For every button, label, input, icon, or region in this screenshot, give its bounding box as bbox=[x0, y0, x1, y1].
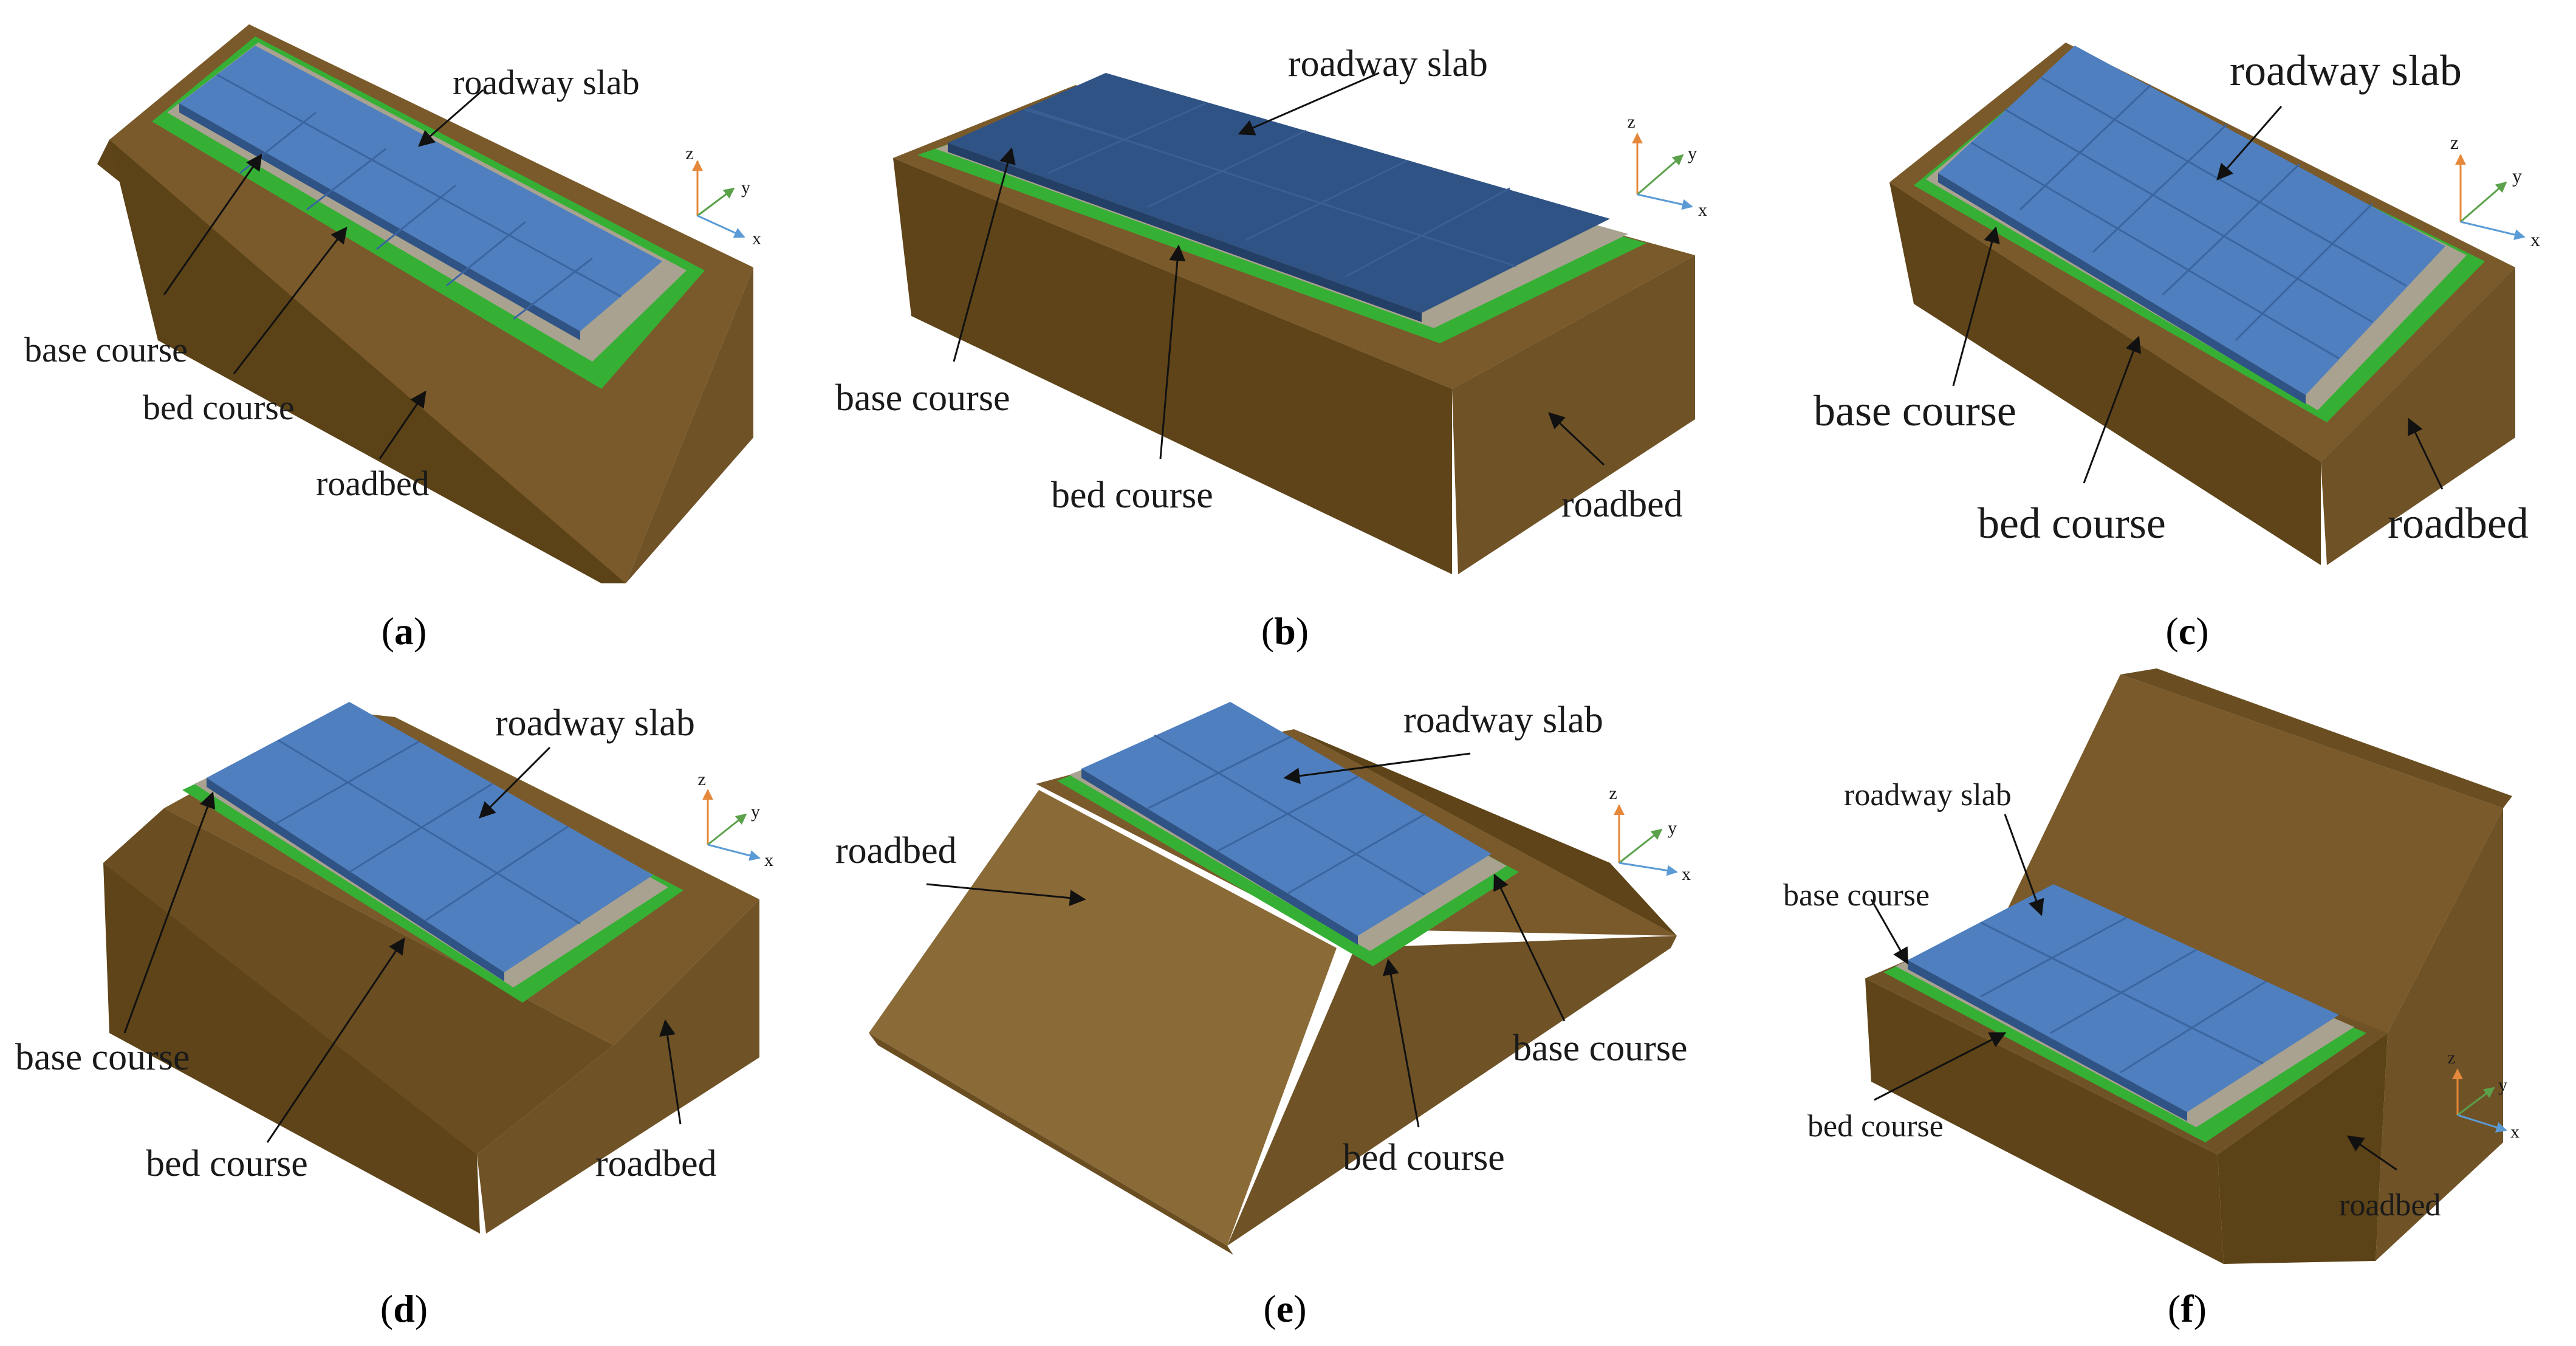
caption-a: (a) bbox=[382, 609, 427, 653]
label-bed-course: bed course bbox=[1051, 475, 1213, 516]
axis-x-label: x bbox=[1698, 200, 1707, 220]
label-roadway-slab: roadway slab bbox=[453, 63, 640, 102]
label-bed-course: bed course bbox=[1978, 499, 2166, 548]
axis-x-label: x bbox=[752, 228, 761, 249]
axis-y-label: y bbox=[2512, 165, 2522, 187]
axis-y-label: y bbox=[1668, 818, 1677, 838]
axis-y-label: y bbox=[2498, 1075, 2507, 1095]
label-roadbed: roadbed bbox=[2388, 499, 2529, 548]
callouts bbox=[1870, 814, 2397, 1171]
axis-triad: z y x bbox=[1609, 783, 1691, 884]
callouts bbox=[123, 746, 682, 1143]
caption-b: (b) bbox=[1261, 609, 1309, 653]
slab-grid bbox=[1980, 916, 2267, 1074]
callouts bbox=[1952, 106, 2444, 490]
label-base-course: base course bbox=[24, 330, 188, 369]
callouts bbox=[953, 72, 1605, 466]
axis-z-label: z bbox=[1609, 783, 1617, 803]
panel-c: z y x roadway slab base course bed cours… bbox=[1814, 43, 2540, 653]
label-base-course: base course bbox=[1814, 386, 2016, 435]
axis-x-label: x bbox=[1682, 864, 1691, 884]
axis-triad: z y x bbox=[697, 769, 773, 870]
label-roadbed: roadbed bbox=[1561, 484, 1683, 525]
label-roadbed: roadbed bbox=[595, 1143, 717, 1184]
panel-e: z y x roadway slab roadbed base course b… bbox=[835, 699, 1691, 1330]
caption-c: (c) bbox=[2165, 609, 2208, 653]
panel-f: z y x roadway slab base course bed cours… bbox=[1783, 668, 2519, 1330]
axis-z-label: z bbox=[685, 143, 693, 163]
callouts bbox=[926, 752, 1566, 1128]
axis-y-label: y bbox=[751, 802, 760, 822]
axis-x-label: x bbox=[2530, 228, 2540, 250]
label-roadbed: roadbed bbox=[835, 830, 957, 871]
label-base-course: base course bbox=[835, 377, 1010, 419]
axis-z-label: z bbox=[697, 769, 705, 789]
roadway-slab bbox=[1938, 46, 2445, 395]
axis-z-label: z bbox=[2447, 1048, 2455, 1068]
label-roadway-slab: roadway slab bbox=[495, 702, 695, 744]
slab-grid bbox=[1023, 102, 1516, 278]
label-roadway-slab: roadway slab bbox=[1844, 778, 2012, 812]
axis-triad: z y x bbox=[1627, 112, 1707, 220]
label-roadway-slab: roadway slab bbox=[2230, 46, 2462, 95]
label-bed-course: bed course bbox=[1807, 1109, 1944, 1144]
roadway-slab bbox=[179, 46, 662, 331]
caption-e: (e) bbox=[1263, 1287, 1306, 1330]
panel-b: z y x roadway slab base course bed cours… bbox=[835, 43, 1707, 653]
axis-y-label: y bbox=[1688, 143, 1697, 163]
axis-triad: z y x bbox=[2450, 131, 2540, 250]
axis-triad: z y x bbox=[685, 143, 761, 249]
caption-d: (d) bbox=[380, 1287, 428, 1330]
axis-x-label: x bbox=[764, 850, 773, 870]
label-bed-course: bed course bbox=[146, 1143, 308, 1184]
roadway-slab bbox=[1081, 702, 1492, 936]
axis-x-label: x bbox=[2510, 1122, 2519, 1142]
label-roadway-slab: roadway slab bbox=[1403, 699, 1603, 741]
label-base-course: base course bbox=[1783, 878, 1930, 913]
roadway-slab bbox=[1908, 884, 2339, 1112]
slab-grid bbox=[1148, 734, 1425, 896]
label-bed-course: bed course bbox=[143, 388, 295, 427]
axis-z-label: z bbox=[2450, 131, 2459, 153]
slab-grid bbox=[1971, 77, 2406, 360]
roadway-slab bbox=[207, 702, 653, 972]
panel-d: z y x roadway slab base course bed cours… bbox=[15, 702, 773, 1330]
label-base-course: base course bbox=[1513, 1028, 1687, 1069]
slab-grid bbox=[276, 739, 581, 925]
label-roadbed: roadbed bbox=[316, 464, 430, 503]
label-roadway-slab: roadway slab bbox=[1288, 43, 1488, 84]
roadway-slab bbox=[948, 73, 1610, 313]
callouts bbox=[163, 89, 484, 459]
label-roadbed: roadbed bbox=[2339, 1188, 2441, 1223]
label-base-course: base course bbox=[15, 1037, 190, 1078]
axis-triad: z y x bbox=[2447, 1048, 2519, 1142]
panel-a: z y x roadway slab base course bed cours… bbox=[24, 24, 761, 653]
axis-z-label: z bbox=[1627, 112, 1635, 132]
axis-y-label: y bbox=[741, 177, 750, 197]
label-bed-course: bed course bbox=[1343, 1137, 1505, 1178]
caption-f: (f) bbox=[2168, 1287, 2207, 1330]
